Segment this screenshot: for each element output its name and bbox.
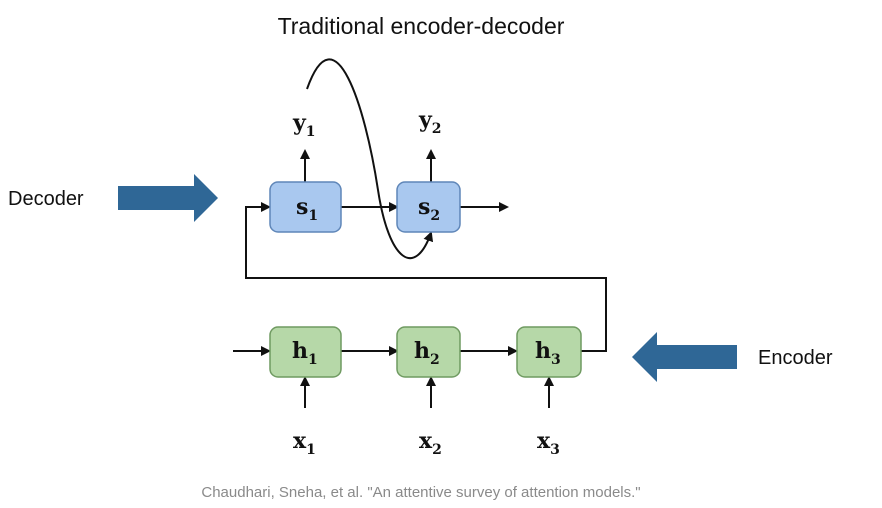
decoder-state-s2: s2 bbox=[396, 181, 461, 233]
encoder-label: Encoder bbox=[758, 347, 833, 369]
output-y2: y2 bbox=[418, 107, 442, 137]
context-vector-connection bbox=[245, 202, 607, 352]
input-x2: x2 bbox=[419, 428, 442, 458]
encoder-state-h1: h1 bbox=[269, 326, 342, 378]
decoder-state-s1: s1 bbox=[269, 181, 342, 233]
decoder-big-arrow bbox=[118, 174, 218, 222]
encoder-state-h3: h3 bbox=[516, 326, 582, 378]
s2-label: s2 bbox=[418, 194, 440, 224]
s1-label: s1 bbox=[296, 194, 318, 224]
h2-label: h2 bbox=[414, 338, 440, 368]
encoder-big-arrow bbox=[632, 332, 737, 382]
h1-label: h1 bbox=[292, 338, 318, 368]
source-caption: Chaudhari, Sneha, et al. "An attentive s… bbox=[201, 484, 640, 501]
input-x1: x1 bbox=[293, 428, 316, 458]
decoder-label: Decoder bbox=[8, 188, 84, 210]
input-x3: x3 bbox=[537, 428, 560, 458]
encoder-state-h2: h2 bbox=[396, 326, 461, 378]
output-y1: y1 bbox=[292, 110, 316, 140]
diagram-title: Traditional encoder-decoder bbox=[278, 13, 565, 39]
h3-label: h3 bbox=[535, 338, 561, 368]
y1-feedback-curve bbox=[306, 58, 434, 260]
